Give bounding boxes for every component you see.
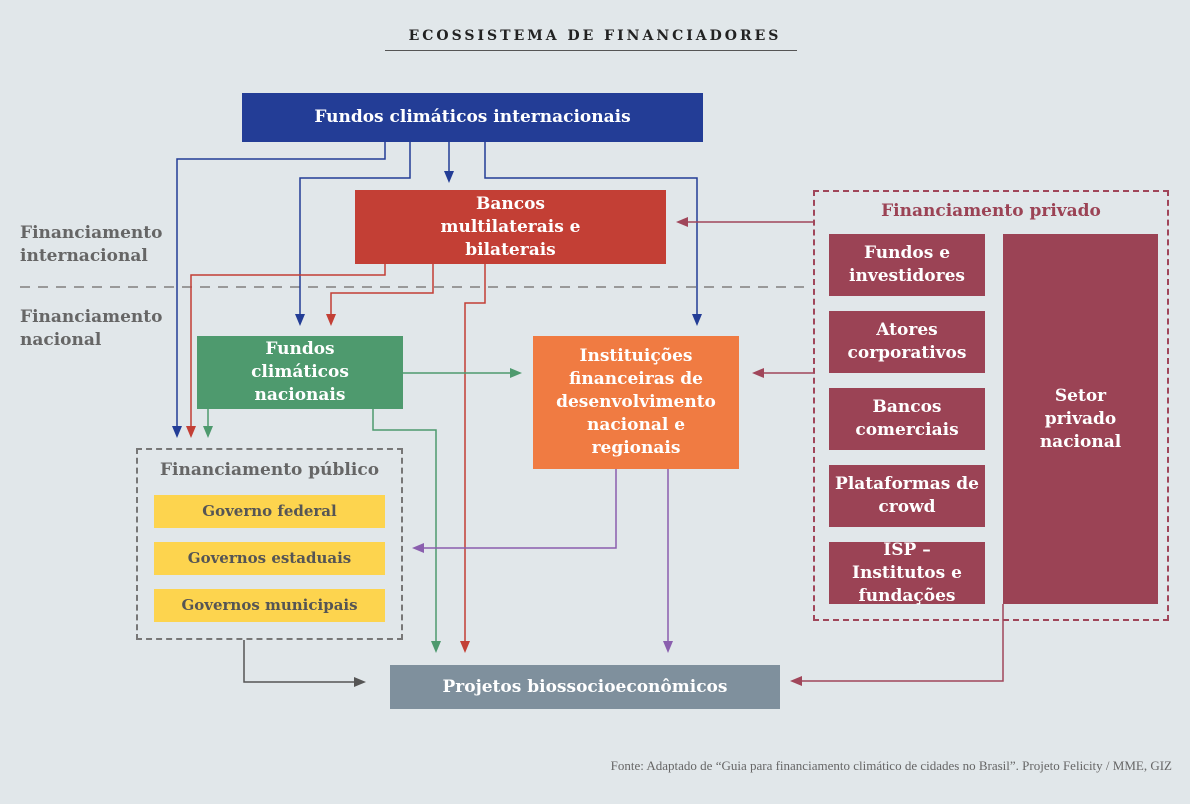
arrow-purple-1 [420,469,617,549]
arrowhead [692,314,702,326]
private-item: Plataformas de crowd [829,465,985,527]
private-financing-group [813,190,1169,621]
arrowhead [460,641,470,653]
arrowhead [431,641,441,653]
arrowhead [172,426,182,438]
private-item: Atores corporativos [829,311,985,373]
arrowhead [663,641,673,653]
arrowhead [326,314,336,326]
arrowhead [186,426,196,438]
private-item: Fundos e investidores [829,234,985,296]
label-international: Financiamento internacional [20,223,163,266]
national-private-sector-box: Setor privado nacional [1003,234,1158,604]
arrow-red-2 [330,264,434,318]
public-item: Governos estaduais [154,542,385,575]
label-national: Financiamento nacional [20,307,163,350]
arrow-red-1 [190,264,386,430]
arrowhead [676,217,688,227]
public-item: Governo federal [154,495,385,528]
arrowhead [510,368,522,378]
arrow-maroon-3 [798,604,1004,682]
intl-climate-funds-box: Fundos climáticos internacionais [242,93,703,142]
dev-institutions-box: Instituições financeiras de desenvolvime… [533,336,739,469]
arrowhead [790,676,802,686]
title-underline [385,50,797,51]
arrowhead [444,171,454,183]
arrow-blue-4 [484,142,698,318]
private-item: ISP – Institutos e fundações [829,540,985,606]
source-note: Fonte: Adaptado de “Guia para financiame… [610,758,1172,773]
private-financing-title: Financiamento privado [881,201,1101,221]
arrow-blue-2 [299,142,411,318]
multilateral-banks-box: Bancos multilaterais e bilaterais [355,190,666,264]
public-financing-title: Financiamento público [159,460,380,480]
public-financing-group [136,448,403,640]
private-item: Bancos comerciais [829,388,985,450]
projects-box: Projetos biossocioeconômicos [390,665,780,709]
public-item: Governos municipais [154,589,385,622]
diagram-title: ECOSSISTEMA DE FINANCIADORES [408,28,782,44]
arrowhead [354,677,366,687]
national-climate-funds-box: Fundos climáticos nacionais [197,336,403,409]
arrowhead [412,543,424,553]
arrowhead [752,368,764,378]
arrow-green-3 [372,409,437,645]
arrow-blue-1 [176,142,386,430]
arrowhead [295,314,305,326]
arrowhead [203,426,213,438]
arrow-red-3 [464,264,486,645]
arrow-gray-1 [243,640,358,683]
